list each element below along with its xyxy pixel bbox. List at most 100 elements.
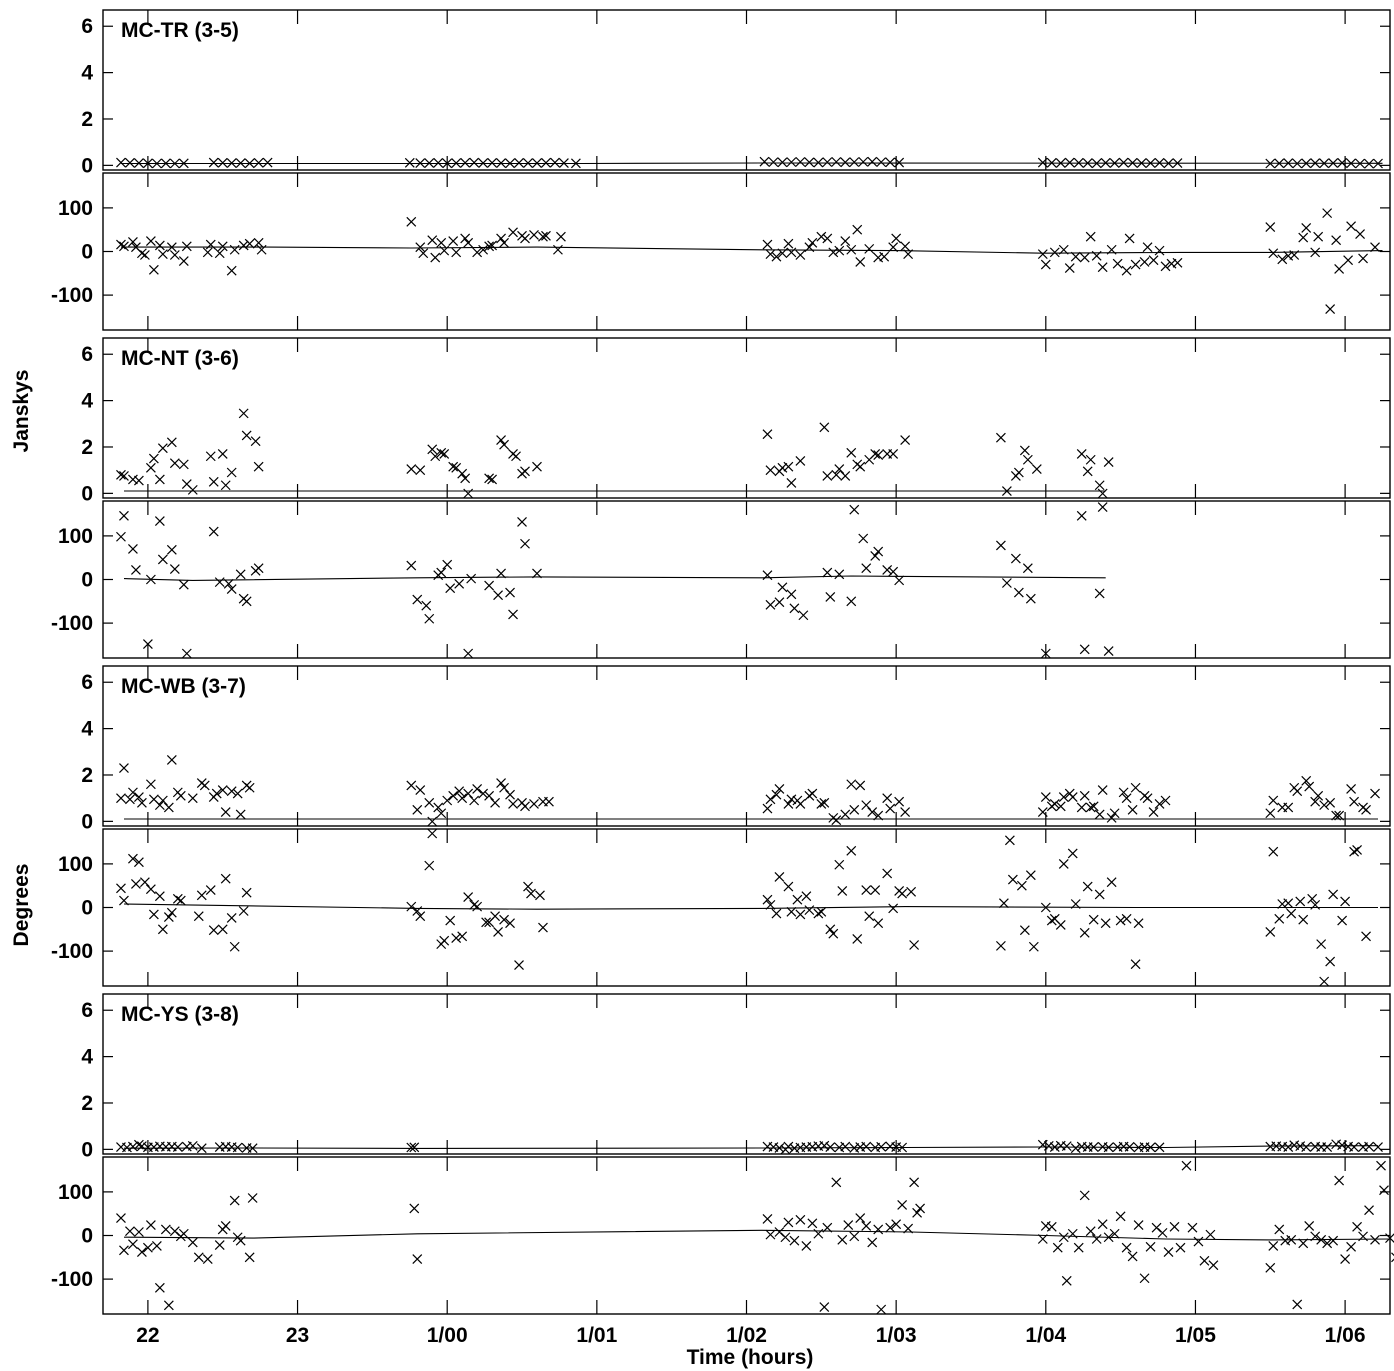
phase-point <box>867 1237 878 1248</box>
phase-point <box>1133 918 1144 929</box>
phase-point <box>891 1219 902 1230</box>
phase-point <box>1292 1299 1303 1310</box>
amplitude-point <box>795 799 806 809</box>
phase-point <box>1046 1221 1057 1232</box>
amplitude-point <box>777 462 788 473</box>
amplitude-point <box>508 799 518 809</box>
amplitude-point <box>511 451 521 462</box>
phase-point <box>1097 1219 1108 1230</box>
phase-point <box>1079 252 1090 263</box>
amplitude-point <box>253 461 264 472</box>
phase-point <box>166 242 177 253</box>
amplitude-point <box>804 157 815 168</box>
phase-point <box>888 903 899 914</box>
phase-point <box>1328 1235 1339 1246</box>
amplitude-point <box>1079 790 1090 801</box>
phase-point <box>1037 249 1048 260</box>
y-tick-label: 6 <box>81 343 93 366</box>
amplitude-model-line <box>123 1145 1379 1149</box>
phase-point <box>490 911 501 922</box>
amplitude-point <box>1148 807 1159 818</box>
phase-point <box>1334 264 1345 274</box>
phase-point <box>1346 1241 1357 1252</box>
phase-point <box>1115 915 1126 926</box>
phase-point <box>178 1228 189 1239</box>
phase-point <box>205 239 216 250</box>
phase-point <box>133 1227 144 1237</box>
amplitude-point <box>831 156 842 167</box>
phase-point <box>834 859 845 870</box>
phase-point <box>415 242 426 253</box>
amplitude-point <box>831 469 842 480</box>
amplitude-point <box>783 461 794 472</box>
phase-point <box>1094 889 1105 900</box>
phase-point <box>448 236 459 246</box>
amplitude-point <box>1103 457 1114 467</box>
amplitude-point <box>199 780 210 791</box>
amplitude-point <box>834 1142 845 1153</box>
phase-point <box>499 237 509 248</box>
phase-point <box>819 1302 830 1312</box>
phase-point <box>849 1231 860 1242</box>
phase-point <box>804 905 815 916</box>
amplitude-point <box>783 1141 794 1152</box>
phase-point <box>1058 244 1069 255</box>
phase-point <box>795 1214 806 1225</box>
phase-point <box>1349 846 1360 857</box>
amplitude-point <box>1088 801 1099 812</box>
phase-point <box>804 242 815 253</box>
phase-point <box>139 250 150 260</box>
amplitude-point <box>484 790 495 801</box>
phase-point <box>858 533 869 544</box>
amplitude-point <box>849 157 860 168</box>
phase-point <box>1352 1221 1363 1232</box>
phase-point <box>903 1223 914 1234</box>
amplitude-point <box>1163 158 1174 169</box>
phase-point <box>882 868 893 879</box>
phase-point <box>1205 1229 1216 1240</box>
phase-point <box>807 1218 818 1229</box>
phase-point <box>912 1207 923 1218</box>
amplitude-point <box>846 779 857 790</box>
phase-point <box>1070 899 1081 909</box>
amplitude-point <box>220 480 231 491</box>
amplitude-point <box>133 792 144 802</box>
phase-point <box>786 589 797 600</box>
amplitude-point <box>235 809 246 820</box>
y-tick-label: -100 <box>51 284 93 307</box>
amplitude-point <box>1373 158 1383 169</box>
phase-point <box>846 596 857 607</box>
phase-point <box>1358 253 1368 264</box>
amplitude-point <box>1121 793 1132 804</box>
phase-point <box>241 596 252 607</box>
amplitude-point <box>1049 799 1060 809</box>
phase-point <box>409 1203 420 1214</box>
phase-point <box>1325 304 1336 314</box>
amplitude-point <box>157 795 168 806</box>
amplitude-point <box>1061 1141 1072 1152</box>
amplitude-point <box>849 1143 860 1153</box>
phase-point <box>1148 255 1159 266</box>
amplitude-point <box>250 436 261 447</box>
phase-point <box>852 933 863 944</box>
phase-point <box>825 924 836 935</box>
amplitude-point <box>427 816 438 827</box>
phase-point <box>526 888 536 899</box>
y-tick-label: 100 <box>58 197 93 220</box>
phase-point <box>1073 1242 1084 1253</box>
phase-point <box>1067 1228 1078 1239</box>
phase-point <box>553 244 563 255</box>
amplitude-point <box>160 158 171 169</box>
amplitude-point <box>460 157 471 168</box>
phase-point <box>1265 1262 1276 1273</box>
phase-point <box>822 567 833 578</box>
amplitude-point <box>157 443 168 454</box>
phase-point <box>523 881 533 892</box>
amplitude-point <box>822 157 833 168</box>
phase-point <box>1295 896 1306 907</box>
phase-point <box>1103 646 1114 656</box>
amplitude-frame <box>102 993 1391 1155</box>
amplitude-point <box>154 474 165 485</box>
amplitude-point <box>241 430 252 441</box>
